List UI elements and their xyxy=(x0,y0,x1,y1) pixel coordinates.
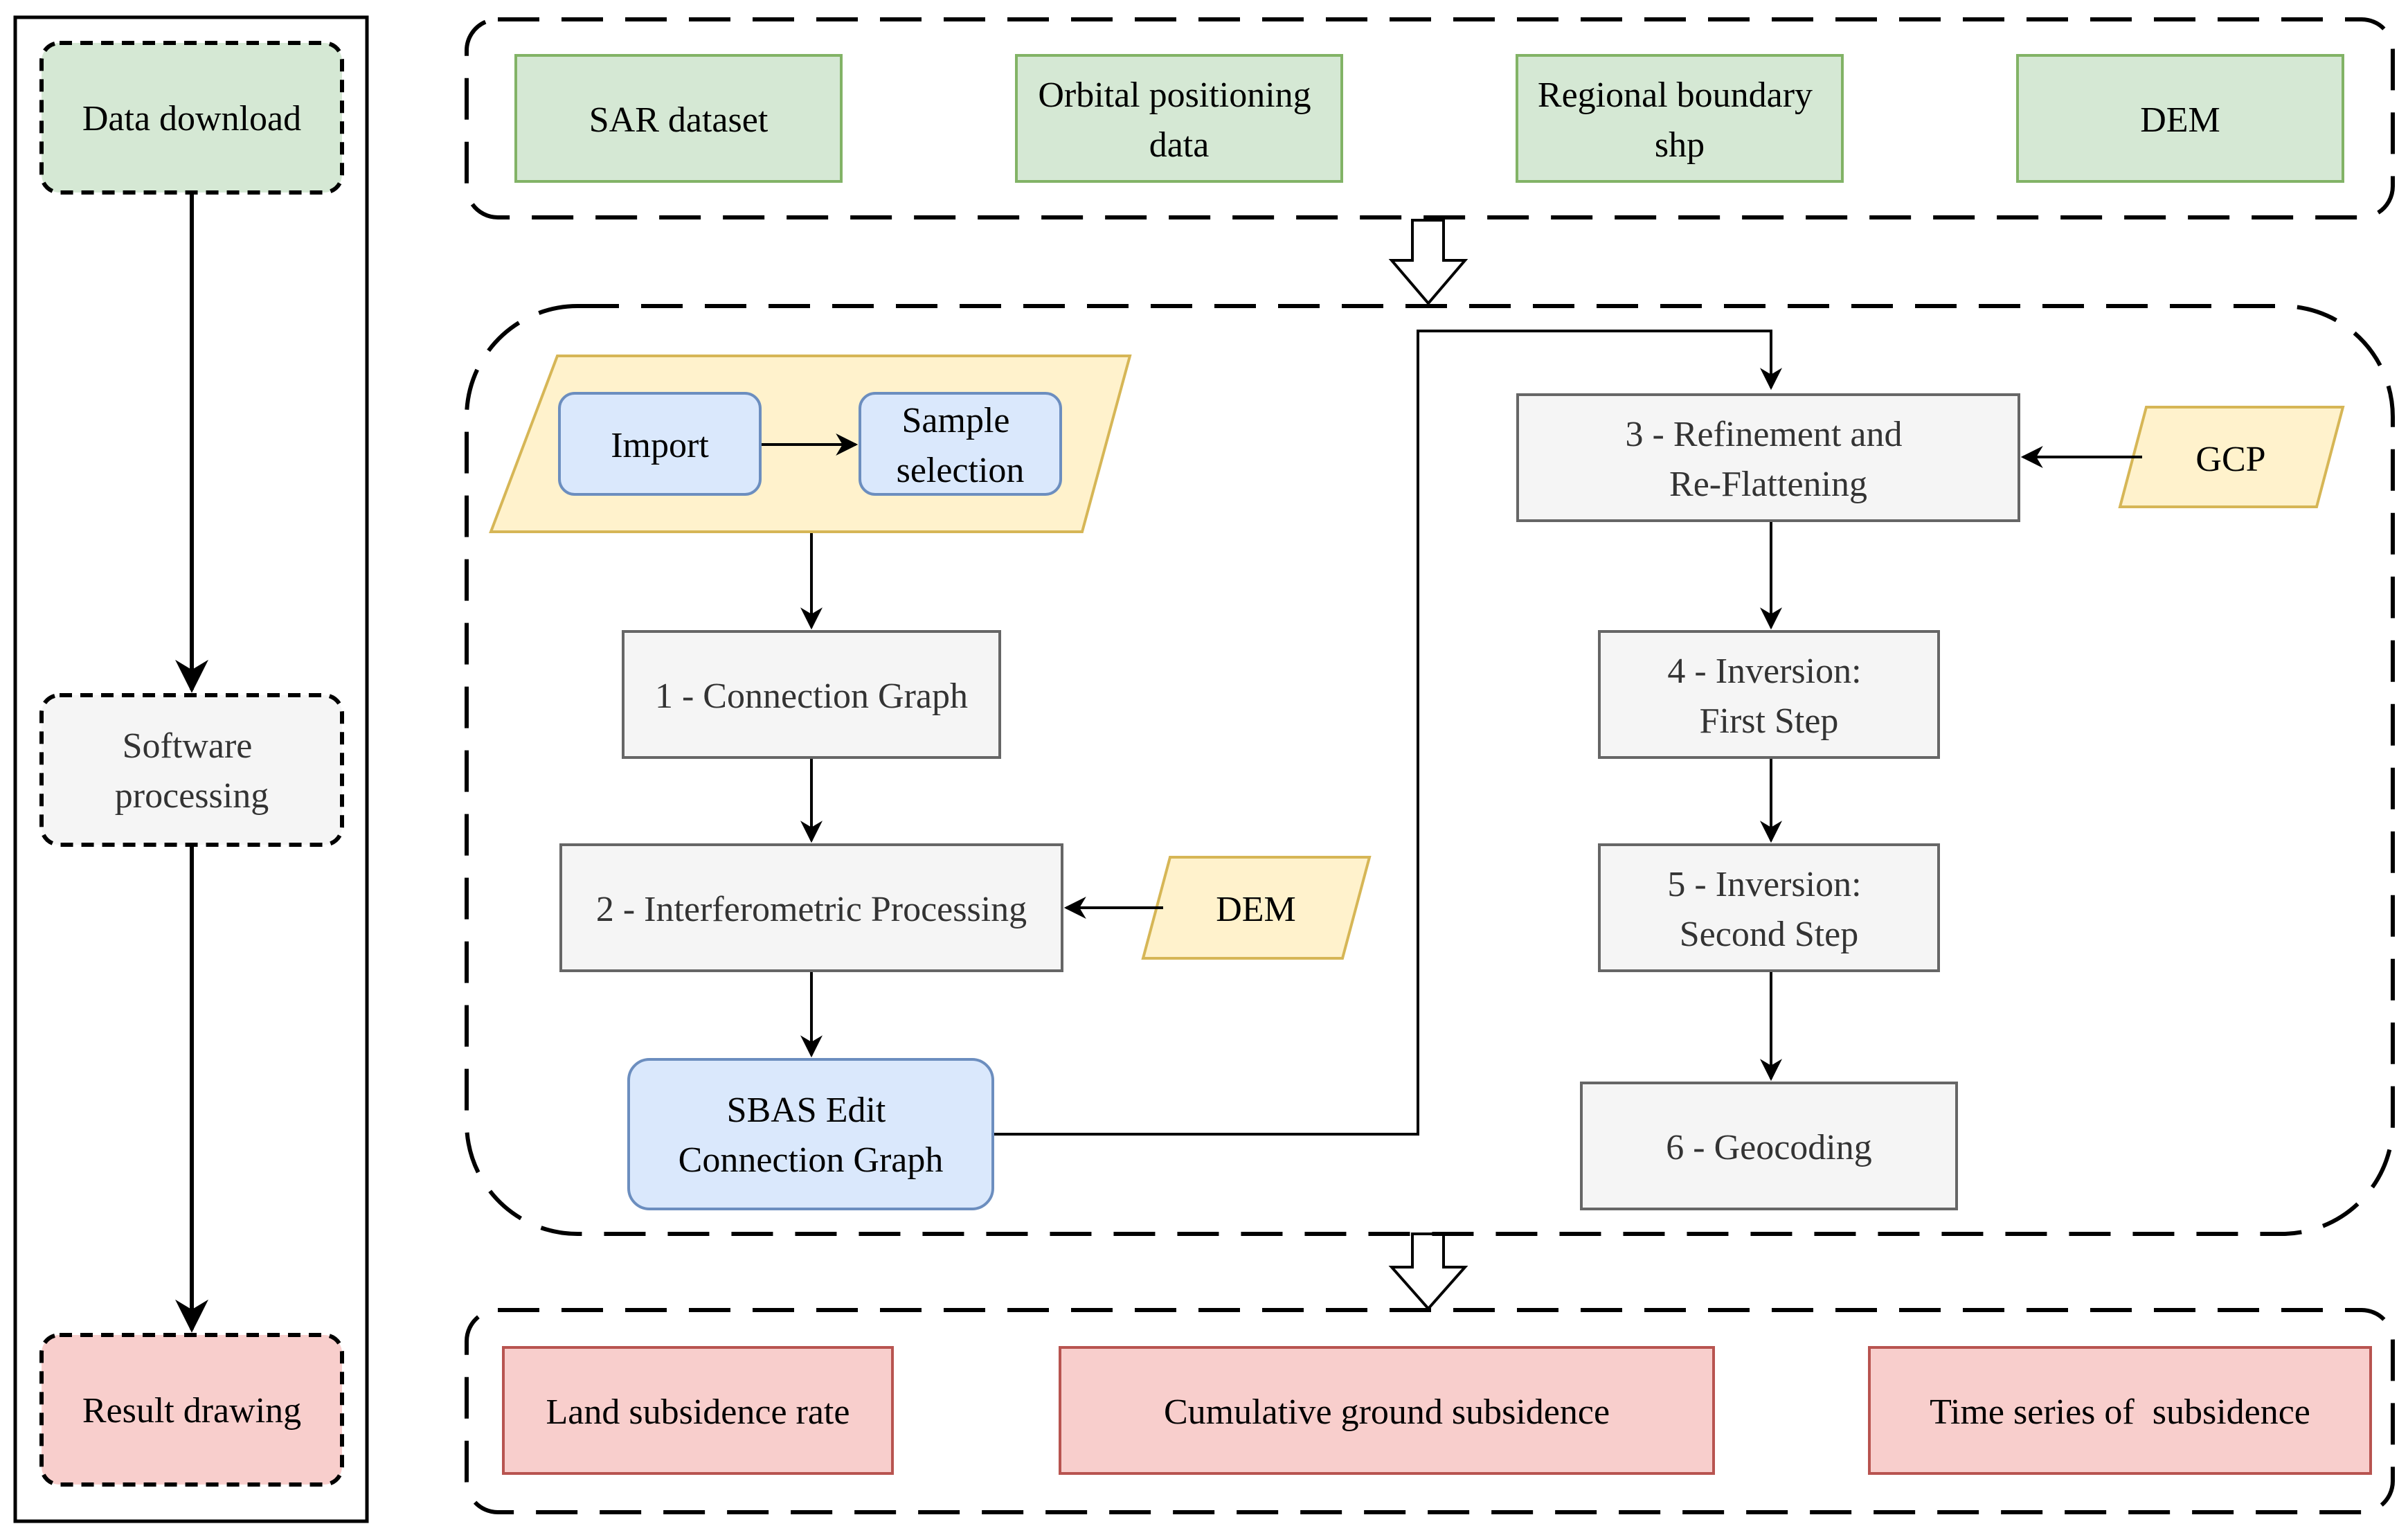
step5-line1: 5 - Inversion: xyxy=(1667,865,1861,904)
step1-label: 1 - Connection Graph xyxy=(655,676,968,716)
step2-box xyxy=(559,843,1063,972)
step6-box xyxy=(1580,1082,1958,1210)
output-rate-label: Land subsidence rate xyxy=(546,1392,850,1432)
stage-software-processing-line1: Software xyxy=(123,726,253,766)
stage-result-drawing-label: Result drawing xyxy=(82,1391,301,1431)
input-orbital-line1: Orbital positioning xyxy=(1038,75,1311,115)
input-orbital-box xyxy=(1015,54,1343,183)
step4-line2: First Step xyxy=(1700,701,1839,741)
sample-selection-label: Sample selection xyxy=(897,401,1025,490)
step3-box xyxy=(1516,393,2020,522)
step2-label: 2 - Interferometric Processing xyxy=(596,890,1027,929)
processing-group-border xyxy=(465,304,2395,1236)
output-cumulative-box xyxy=(1059,1346,1715,1475)
output-cumulative-label: Cumulative ground subsidence xyxy=(1164,1392,1610,1432)
output-group-border xyxy=(465,1308,2395,1514)
gcp-input-label: GCP xyxy=(2195,440,2265,479)
output-timeseries-box xyxy=(1868,1346,2372,1475)
step5-line2: Second Step xyxy=(1680,915,1859,954)
sbas-edit-label: SBAS Edit Connection Graph xyxy=(679,1091,944,1180)
stage-result-drawing-box xyxy=(39,1333,344,1487)
import-box xyxy=(558,392,762,496)
gcp-input-shape xyxy=(2118,406,2345,508)
stage-software-processing-box xyxy=(39,693,344,847)
step3-line1: 3 - Refinement and xyxy=(1626,415,1903,454)
sample-selection-line2: selection xyxy=(897,451,1025,490)
step4-label: 4 - Inversion: First Step xyxy=(1667,652,1870,741)
stage-software-processing-line2: processing xyxy=(115,776,269,816)
hollow-arrow-down-2 xyxy=(1388,1232,1468,1311)
import-label: Import xyxy=(611,426,709,465)
input-boundary-line1: Regional boundary xyxy=(1538,75,1813,115)
stage-software-processing-label: Software processing xyxy=(115,726,269,816)
input-orbital-line2: data xyxy=(1149,125,1210,165)
output-rate-box xyxy=(502,1346,894,1475)
input-boundary-label: Regional boundary shp xyxy=(1538,75,1822,165)
connector-sbas-to-step3 xyxy=(994,330,1782,1136)
dem-input-label: DEM xyxy=(1216,890,1296,929)
output-timeseries-label: Time series of subsidence xyxy=(1930,1392,2310,1432)
input-sar-dataset-box xyxy=(514,54,843,183)
stage-data-download-box xyxy=(39,41,344,195)
input-sar-dataset-label: SAR dataset xyxy=(589,100,769,140)
sample-selection-line1: Sample xyxy=(902,401,1010,440)
step3-label: 3 - Refinement and Re-Flattening xyxy=(1626,415,1912,504)
sample-selection-box xyxy=(859,392,1062,496)
step6-label: 6 - Geocoding xyxy=(1666,1128,1871,1167)
input-dem-box xyxy=(2016,54,2344,183)
input-orbital-label: Orbital positioning data xyxy=(1038,75,1320,165)
sbas-edit-line2: Connection Graph xyxy=(679,1140,944,1180)
stage-panel-border xyxy=(13,15,369,1523)
hollow-arrow-down-1 xyxy=(1388,219,1468,306)
step3-line2: Re-Flattening xyxy=(1669,465,1867,504)
sbas-edit-line1: SBAS Edit xyxy=(727,1091,886,1130)
step4-line1: 4 - Inversion: xyxy=(1667,652,1861,691)
input-group-border xyxy=(465,17,2395,219)
input-boundary-line2: shp xyxy=(1655,125,1705,165)
step1-box xyxy=(622,630,1001,759)
sbas-edit-box xyxy=(627,1058,994,1210)
dem-input-shape xyxy=(1141,856,1372,960)
input-boundary-box xyxy=(1516,54,1844,183)
step5-label: 5 - Inversion: Second Step xyxy=(1667,865,1870,954)
step4-box xyxy=(1598,630,1940,759)
input-dem-label: DEM xyxy=(2140,100,2220,140)
stage-data-download-label: Data download xyxy=(82,99,301,138)
step5-box xyxy=(1598,843,1940,972)
